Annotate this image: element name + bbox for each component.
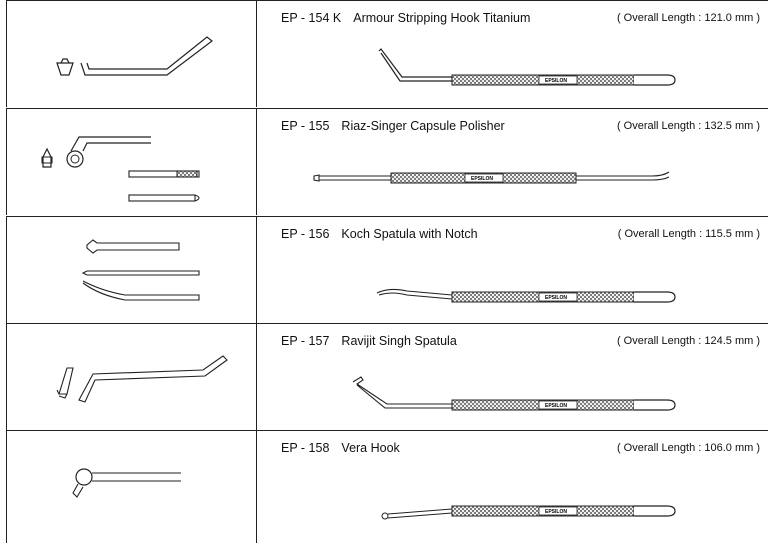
brand-label: EPSILON bbox=[545, 78, 567, 84]
instrument-drawing: EPSILON bbox=[378, 48, 676, 86]
instrument-code-and-name: EP - 157 Ravijit Singh Spatula bbox=[281, 334, 457, 348]
description-cell: EP - 158 Vera Hook ( Overall Length : 106… bbox=[257, 431, 768, 543]
overall-length: ( Overall Length : 115.5 mm ) bbox=[617, 228, 760, 240]
instrument-drawing: EPSILON bbox=[313, 171, 670, 184]
brand-label: EPSILON bbox=[471, 176, 493, 182]
instrument-code: EP - 155 bbox=[281, 119, 330, 133]
detail-illustration-cell bbox=[6, 217, 257, 323]
instrument-drawing: EPSILON bbox=[381, 505, 676, 520]
detail-illustration-cell bbox=[6, 109, 257, 215]
instrument-code-and-name: EP - 154 K Armour Stripping Hook Titanium bbox=[281, 11, 530, 25]
brand-label: EPSILON bbox=[545, 403, 567, 409]
overall-length: ( Overall Length : 132.5 mm ) bbox=[616, 120, 760, 132]
description-cell: EP - 157 Ravijit Singh Spatula ( Overall … bbox=[257, 324, 768, 430]
table-row-ep-156: EP - 156 Koch Spatula with Notch ( Overal… bbox=[6, 216, 768, 323]
overall-length: ( Overall Length : 106.0 mm ) bbox=[616, 442, 760, 454]
brand-label: EPSILON bbox=[545, 295, 567, 301]
overall-length: ( Overall Length : 121.0 mm ) bbox=[616, 12, 760, 24]
table-row-ep-155: EP - 155 Riaz-Singer Capsule Polisher ( O… bbox=[6, 108, 768, 215]
armour-hook-tip-detail-drawing bbox=[56, 36, 213, 76]
instrument-code-and-name: EP - 155 Riaz-Singer Capsule Polisher bbox=[281, 119, 505, 133]
instrument-name: Vera Hook bbox=[341, 441, 400, 455]
table-row-ep-158: EP - 158 Vera Hook ( Overall Length : 106… bbox=[6, 430, 768, 543]
detail-illustration-cell bbox=[6, 1, 257, 107]
instrument-name: Riaz-Singer Capsule Polisher bbox=[341, 119, 505, 133]
instrument-code: EP - 154 K bbox=[281, 11, 342, 25]
instrument-code: EP - 157 bbox=[281, 334, 330, 348]
koch-spatula-detail-drawing bbox=[81, 239, 200, 301]
instrument-drawing: EPSILON bbox=[352, 376, 676, 411]
vera-hook-detail-drawing bbox=[72, 468, 181, 498]
brand-label: EPSILON bbox=[545, 509, 567, 515]
table-row-ep-157: EP - 157 Ravijit Singh Spatula ( Overall … bbox=[6, 323, 768, 430]
instrument-name: Ravijit Singh Spatula bbox=[341, 334, 457, 348]
instrument-drawing: EPSILON bbox=[376, 288, 676, 303]
detail-illustration-cell bbox=[6, 431, 257, 543]
instrument-code: EP - 158 bbox=[281, 441, 330, 455]
instrument-code: EP - 156 bbox=[281, 227, 330, 241]
description-cell: EP - 155 Riaz-Singer Capsule Polisher ( O… bbox=[257, 109, 768, 215]
overall-length: ( Overall Length : 124.5 mm ) bbox=[616, 335, 760, 347]
detail-illustration-cell bbox=[6, 324, 257, 430]
table-row-ep-154k: EP - 154 K Armour Stripping Hook Titanium… bbox=[6, 0, 768, 107]
instrument-code-and-name: EP - 158 Vera Hook bbox=[281, 441, 400, 455]
instrument-code-and-name: EP - 156 Koch Spatula with Notch bbox=[281, 227, 478, 241]
description-cell: EP - 154 K Armour Stripping Hook Titanium… bbox=[257, 1, 768, 107]
instrument-name: Koch Spatula with Notch bbox=[341, 227, 478, 241]
ravijit-spatula-detail-drawing bbox=[56, 355, 228, 403]
description-cell: EP - 156 Koch Spatula with Notch ( Overal… bbox=[257, 217, 768, 323]
instrument-catalog-table: EP - 154 K Armour Stripping Hook Titanium… bbox=[6, 0, 768, 543]
instrument-name: Armour Stripping Hook Titanium bbox=[353, 11, 531, 25]
capsule-polisher-detail-drawing bbox=[41, 136, 200, 202]
